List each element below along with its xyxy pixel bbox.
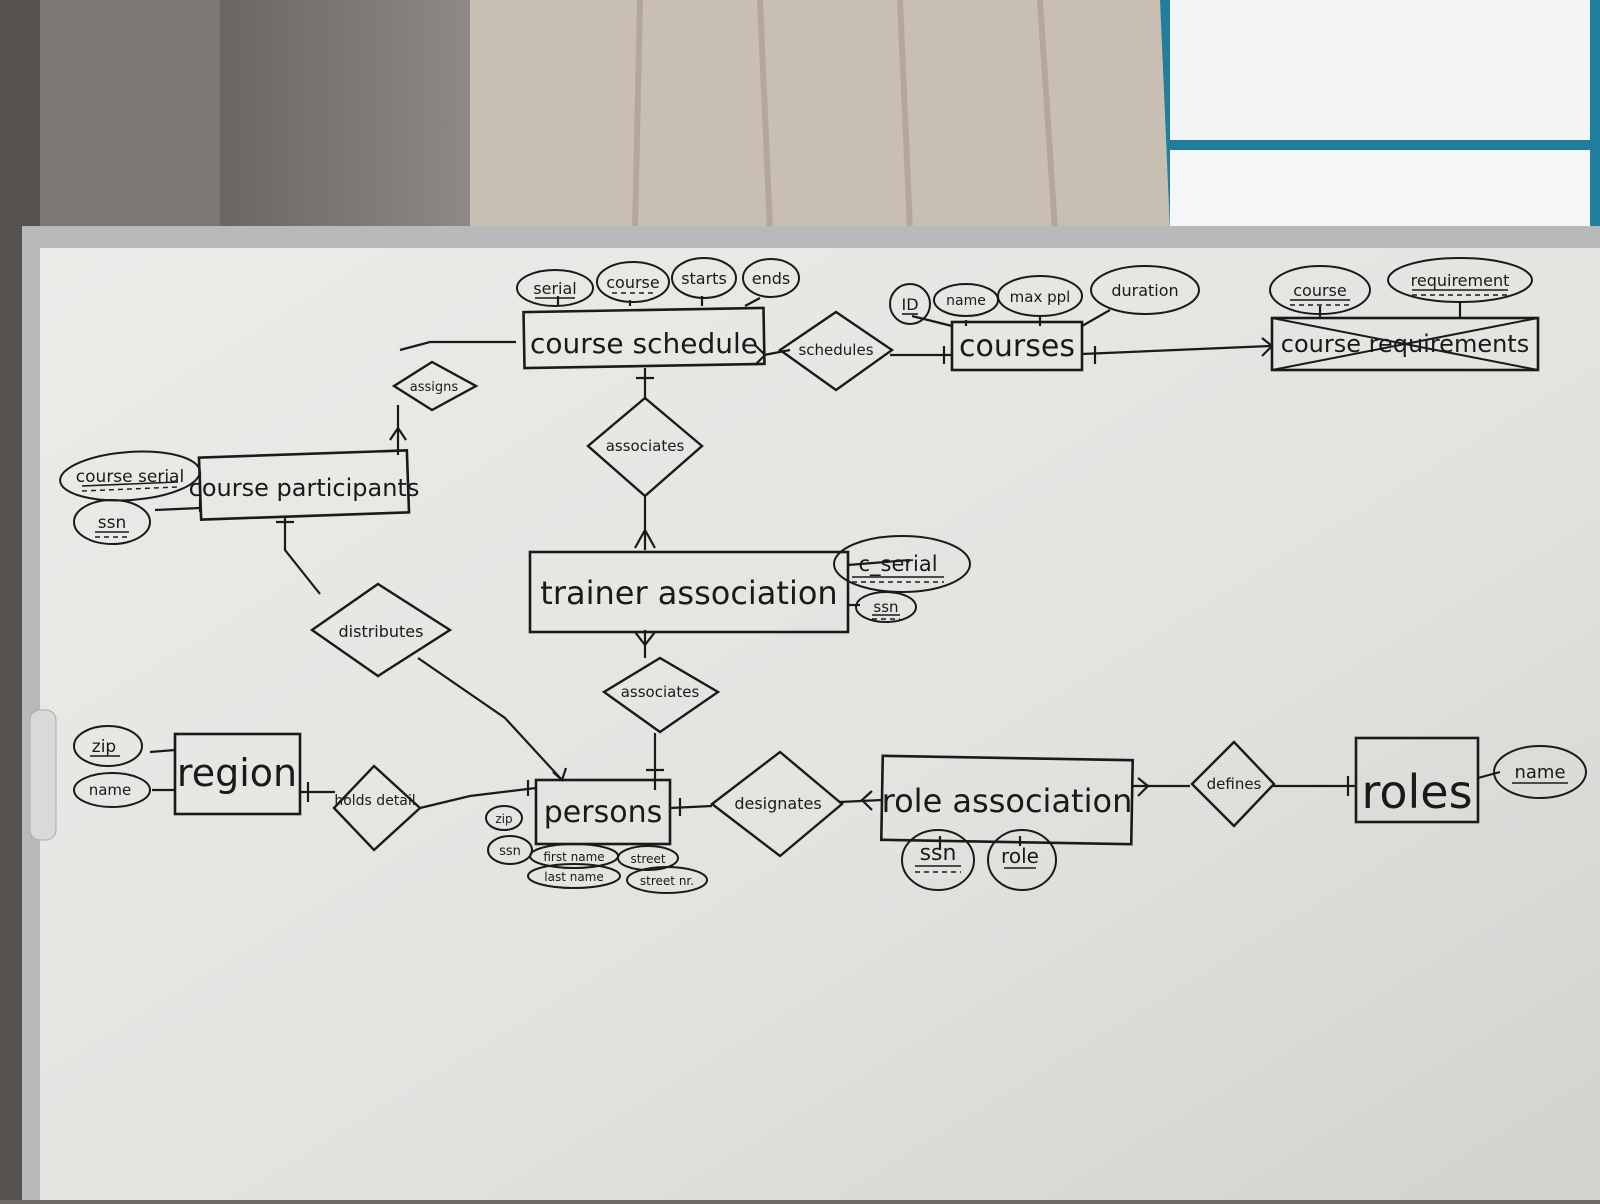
svg-text:name: name	[946, 293, 986, 309]
svg-text:course serial: course serial	[76, 467, 184, 487]
svg-text:ssn: ssn	[920, 841, 957, 866]
attribute-p-street: street	[617, 845, 679, 871]
svg-text:duration: duration	[1111, 281, 1178, 300]
attribute-cs-serial: serial	[516, 269, 594, 307]
attribute-ta-c-serial: c_serial	[833, 535, 971, 593]
board-clip	[29, 709, 57, 841]
relationship-distributes: distributes	[309, 582, 453, 678]
relationship-associates-bottom: associates	[601, 656, 721, 734]
relationship-designates: designates	[710, 750, 844, 858]
relationship-label: distributes	[339, 622, 424, 641]
entity-label: roles	[1361, 765, 1472, 819]
relationship-label: assigns	[410, 380, 459, 395]
svg-text:ssn: ssn	[873, 598, 898, 616]
svg-text:first name: first name	[543, 850, 604, 864]
entity-label: course requirements	[1281, 330, 1529, 358]
relationship-label: holds detail	[334, 793, 415, 809]
attribute-cp-course-serial: course serial	[59, 450, 201, 502]
whiteboard-surface	[40, 248, 1600, 1200]
svg-text:ssn: ssn	[499, 844, 521, 859]
window-pane-lower	[1170, 150, 1590, 230]
relationship-label: associates	[621, 683, 700, 701]
relationship-label: defines	[1207, 775, 1262, 793]
attribute-cr-course: course	[1269, 265, 1371, 315]
relationship-label: associates	[606, 437, 685, 455]
attribute-p-street-nr: street nr.	[626, 866, 708, 894]
attribute-c-max-ppl: max ppl	[997, 275, 1083, 317]
svg-text:name: name	[1514, 762, 1565, 783]
attribute-c-id: ID	[889, 283, 931, 325]
entity-label: trainer association	[540, 574, 837, 612]
svg-text:c_serial: c_serial	[858, 552, 937, 577]
entity-course-participants: course participants	[189, 449, 420, 521]
relationship-label: designates	[734, 794, 821, 813]
entity-role-association: role association	[879, 754, 1135, 846]
relationship-schedules: schedules	[777, 310, 895, 392]
attribute-ta-ssn: ssn	[855, 591, 917, 623]
attribute-ra-ssn: ssn	[901, 829, 975, 891]
svg-text:ID: ID	[901, 295, 918, 314]
entity-label: courses	[959, 329, 1075, 364]
entity-label: course schedule	[530, 327, 758, 360]
svg-text:max ppl: max ppl	[1010, 288, 1071, 306]
attribute-c-duration: duration	[1090, 265, 1200, 315]
entity-label: persons	[544, 795, 662, 830]
relationship-label: schedules	[798, 341, 873, 359]
entity-courses: courses	[950, 320, 1084, 372]
attribute-rg-zip: zip	[73, 725, 143, 767]
svg-text:course: course	[1293, 281, 1346, 300]
svg-text:starts: starts	[681, 269, 727, 288]
entity-trainer-association: trainer association	[528, 550, 850, 634]
attribute-p-zip: zip	[485, 805, 523, 831]
svg-text:role: role	[1001, 844, 1039, 868]
relationship-holds-detail: holds detail	[332, 764, 422, 852]
relationship-assigns: assigns	[391, 360, 479, 412]
svg-text:name: name	[89, 781, 132, 799]
relationship-associates-top: associates	[586, 396, 704, 498]
attribute-cr-requirement: requirement	[1387, 257, 1533, 303]
entity-course-schedule: course schedule	[522, 306, 766, 370]
curtain-folds	[632, 0, 1058, 231]
attribute-rg-name: name	[73, 772, 151, 808]
curtain	[470, 0, 1170, 230]
attribute-cs-ends: ends	[742, 258, 800, 298]
entity-label: region	[177, 751, 297, 795]
svg-text:street: street	[630, 852, 665, 866]
svg-text:serial: serial	[533, 279, 576, 298]
attribute-cs-starts: starts	[671, 257, 737, 299]
entity-label: course participants	[189, 474, 420, 502]
svg-text:requirement: requirement	[1411, 271, 1510, 290]
svg-text:zip: zip	[495, 812, 512, 826]
attribute-cs-course: course	[596, 261, 670, 303]
svg-text:ends: ends	[752, 269, 790, 288]
attribute-p-ssn: ssn	[487, 835, 533, 865]
svg-text:zip: zip	[92, 737, 116, 757]
wall-strip	[40, 0, 220, 240]
entity-persons: persons	[534, 778, 672, 846]
window-pane	[1170, 0, 1590, 140]
svg-text:ssn: ssn	[98, 513, 127, 533]
entity-roles: roles	[1354, 736, 1480, 824]
svg-text:last name: last name	[544, 870, 604, 884]
svg-text:street nr.: street nr.	[640, 874, 694, 888]
entity-region: region	[173, 732, 302, 816]
entity-course-requirements: course requirements	[1270, 316, 1540, 372]
attribute-p-last-name: last name	[527, 863, 621, 889]
attribute-r-name: name	[1493, 745, 1587, 799]
relationship-defines: defines	[1190, 740, 1276, 828]
attribute-ra-role: role	[987, 829, 1057, 891]
svg-text:course: course	[606, 273, 659, 292]
entity-label: role association	[882, 782, 1133, 820]
attribute-cp-ssn: ssn	[73, 499, 151, 545]
